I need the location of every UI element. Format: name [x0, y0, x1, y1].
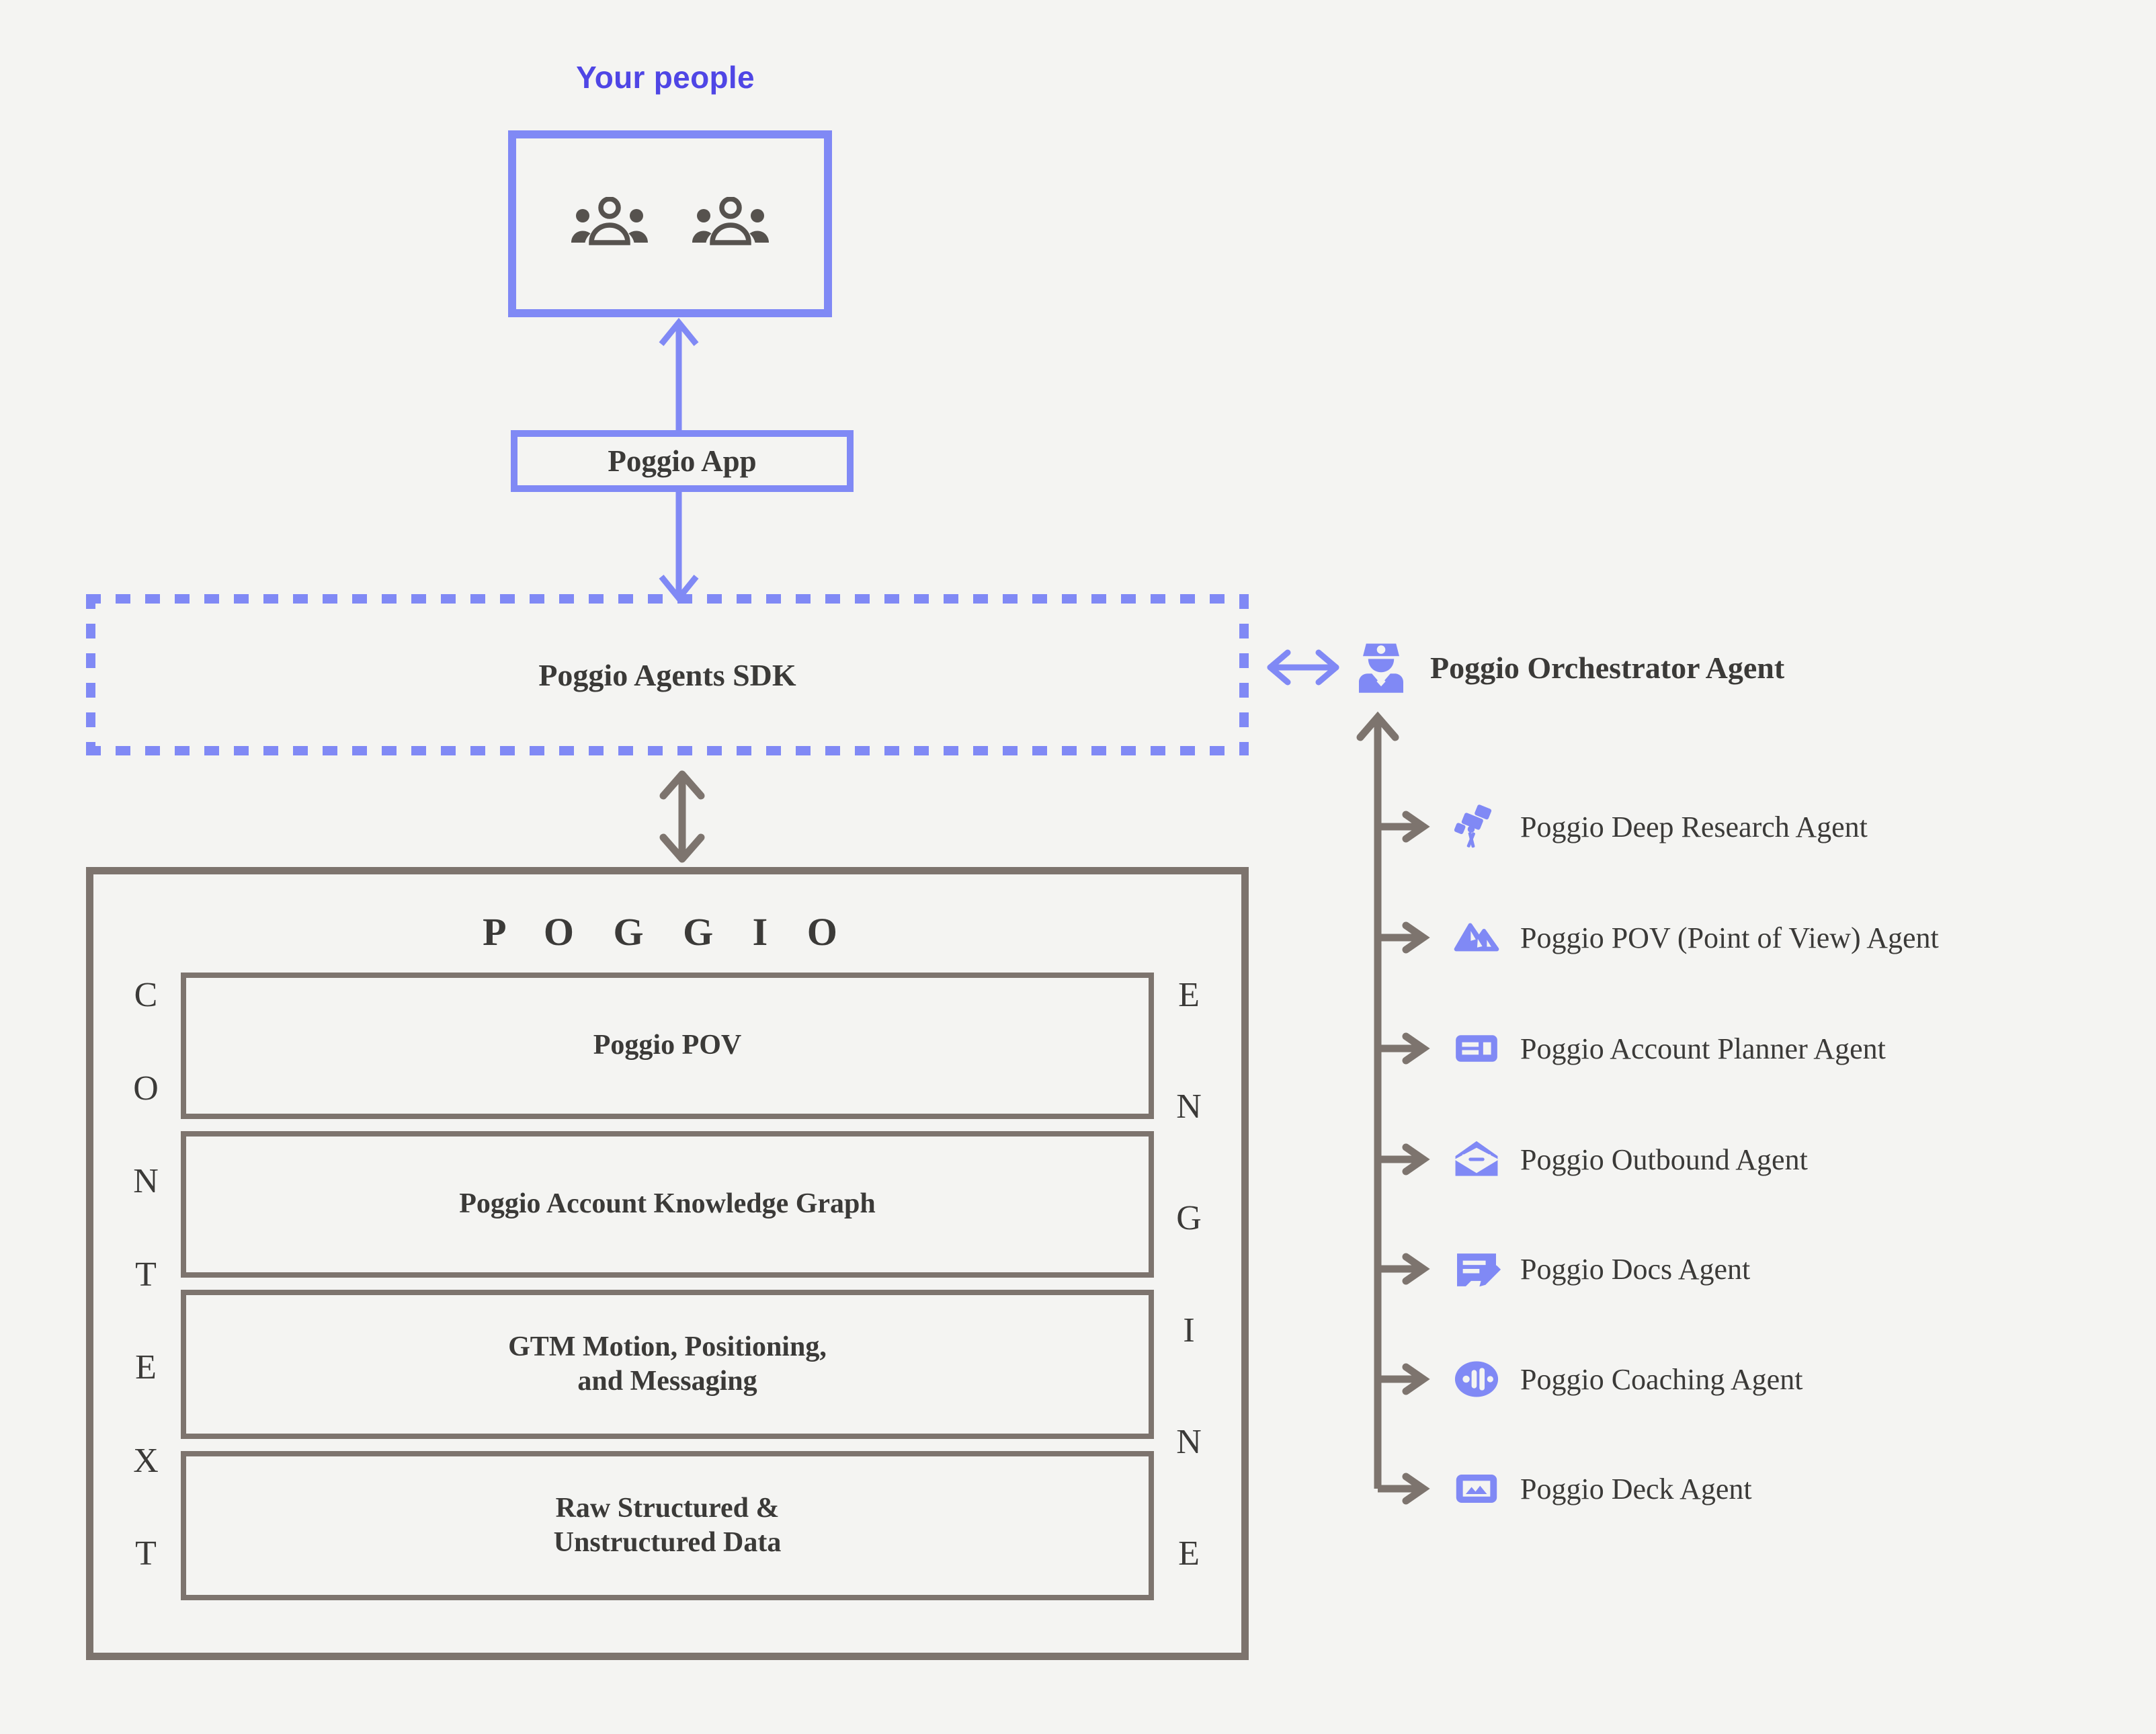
agent-row-account-planner[interactable]: Poggio Account Planner Agent: [1452, 1022, 1886, 1075]
agent-row-deck[interactable]: Poggio Deck Agent: [1452, 1462, 1752, 1516]
sdk-engine-double-arrow: [659, 770, 705, 863]
agent-label: Poggio Deep Research Agent: [1520, 810, 1868, 843]
telescope-icon: [1452, 802, 1501, 852]
poggio-app-label: Poggio App: [608, 444, 757, 478]
agent-label: Poggio POV (Point of View) Agent: [1520, 921, 1939, 954]
poggio-agents-sdk-box: Poggio Agents SDK: [86, 594, 1249, 755]
agent-row-deep-research[interactable]: Poggio Deep Research Agent: [1452, 800, 1868, 854]
layer-poggio-pov: Poggio POV: [181, 973, 1154, 1119]
engine-layer-stack: Poggio POV Poggio Account Knowledge Grap…: [181, 973, 1154, 1628]
poggio-agents-sdk-label: Poggio Agents SDK: [538, 657, 796, 692]
poggio-wordmark: P O G G I O: [483, 910, 852, 954]
agent-row-coaching[interactable]: Poggio Coaching Agent: [1452, 1352, 1802, 1406]
image-frame-icon: [1452, 1464, 1501, 1514]
orchestrator-row: Poggio Orchestrator Agent: [1263, 638, 1784, 696]
support-agent-icon: [1355, 638, 1407, 696]
agent-row-pov[interactable]: Poggio POV (Point of View) Agent: [1452, 911, 1939, 964]
agent-label: Poggio Deck Agent: [1520, 1472, 1752, 1505]
waveform-circle-icon: [1452, 1354, 1501, 1404]
agent-label: Poggio Coaching Agent: [1520, 1362, 1803, 1396]
poggio-app-box: Poggio App: [511, 430, 854, 492]
groups-icon: [569, 197, 650, 251]
agent-label: Poggio Docs Agent: [1520, 1252, 1751, 1286]
orchestrator-branch-arrows: [1356, 711, 1430, 1505]
bidirectional-arrow-icon: [1263, 647, 1343, 688]
layer-account-knowledge-graph: Poggio Account Knowledge Graph: [181, 1131, 1154, 1278]
agent-row-docs[interactable]: Poggio Docs Agent: [1452, 1242, 1750, 1296]
your-people-box: [508, 130, 832, 317]
agent-label: Poggio Outbound Agent: [1520, 1143, 1808, 1176]
mountain-icon: [1452, 913, 1501, 962]
orchestrator-label: Poggio Orchestrator Agent: [1430, 650, 1785, 685]
agent-label: Poggio Account Planner Agent: [1520, 1032, 1886, 1065]
groups-icon: [690, 197, 771, 251]
open-envelope-icon: [1452, 1134, 1501, 1184]
note-pencil-icon: [1452, 1244, 1501, 1294]
planner-card-icon: [1452, 1024, 1501, 1073]
layer-gtm-motion: GTM Motion, Positioning, and Messaging: [181, 1290, 1154, 1439]
your-people-label: Your people: [576, 60, 755, 95]
agent-row-outbound[interactable]: Poggio Outbound Agent: [1452, 1132, 1808, 1186]
app-to-people-arrows: [659, 317, 699, 604]
layer-raw-data: Raw Structured & Unstructured Data: [181, 1451, 1154, 1600]
